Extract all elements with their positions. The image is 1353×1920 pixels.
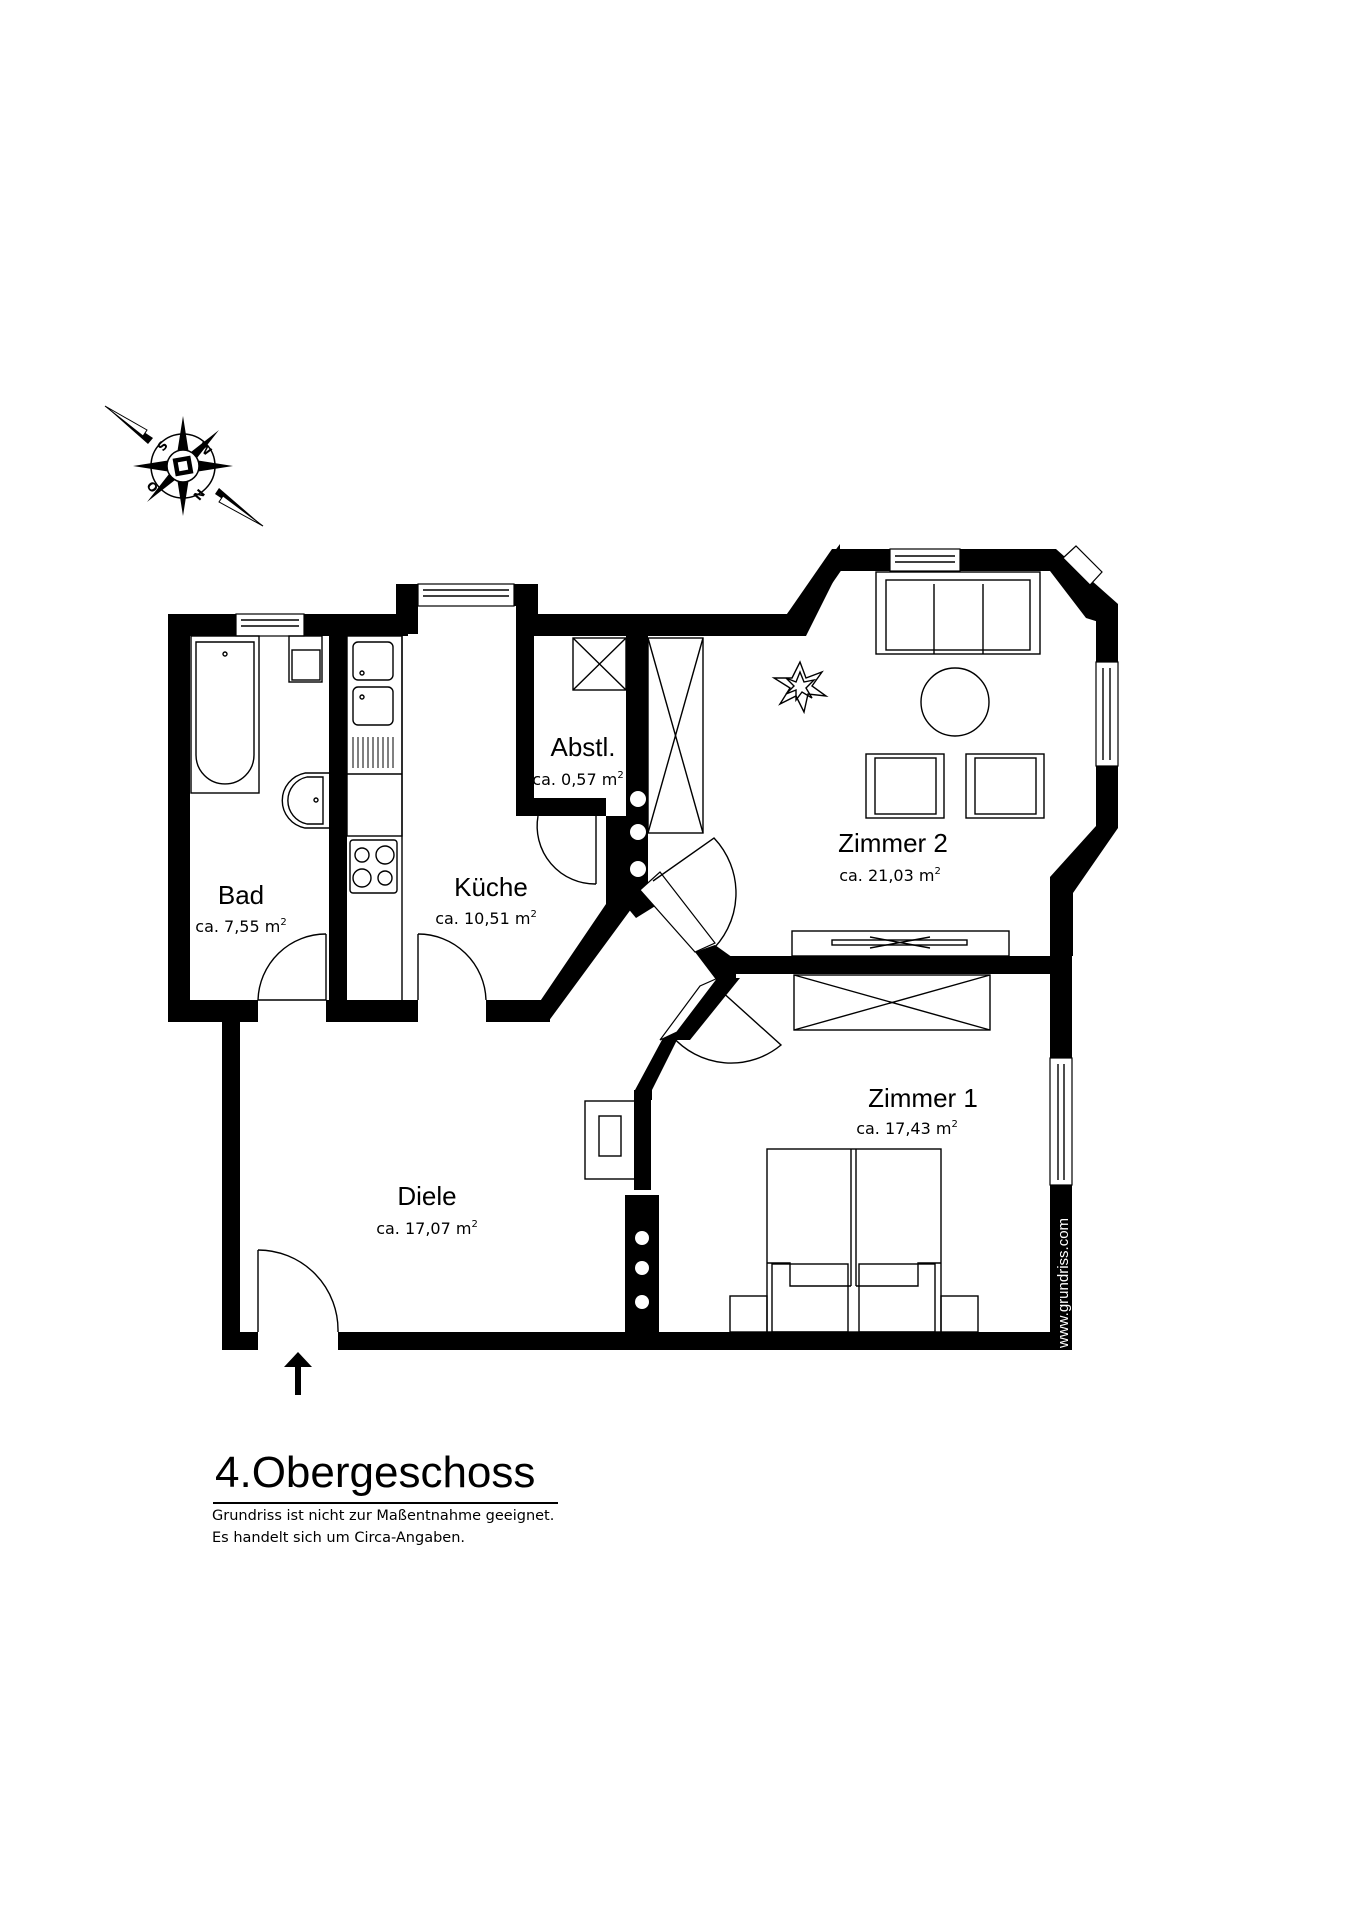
plant-icon (771, 660, 829, 715)
shaft-holes (630, 791, 649, 1309)
room-area: ca. 21,03 m2 (839, 866, 941, 885)
coat-rack-icon (584, 1100, 636, 1180)
room-name: Bad (218, 880, 264, 910)
abstl-shaft-icon (572, 637, 627, 691)
armchair-icon (965, 753, 1045, 819)
compass-rose-icon: S W N O (104, 405, 264, 527)
doors (257, 815, 783, 1350)
toilet-icon (288, 635, 323, 683)
armchair-icon (865, 753, 945, 819)
sofa-icon (875, 571, 1041, 655)
watermark: www.grundriss.com (1055, 1218, 1072, 1349)
washbasin-icon (281, 772, 329, 829)
disclaimer-line-2: Es handelt sich um Circa-Angaben. (212, 1530, 466, 1546)
compass-label-s: S (155, 438, 171, 454)
bathtub-icon (190, 635, 260, 794)
room-kueche: Küche ca. 10,51 m2 (435, 872, 537, 928)
disclaimer-line-1: Grundriss ist nicht zur Maßentnahme geei… (212, 1508, 555, 1524)
room-name: Abstl. (550, 732, 615, 762)
round-table-icon (920, 667, 990, 737)
room-area: ca. 7,55 m2 (195, 917, 286, 936)
wardrobe-zimmer2-icon (647, 637, 704, 834)
windows (235, 545, 1119, 1186)
room-name: Zimmer 1 (868, 1083, 978, 1113)
entrance-arrow-icon (284, 1352, 312, 1395)
room-area: ca. 17,07 m2 (376, 1219, 478, 1238)
room-area: ca. 10,51 m2 (435, 909, 537, 928)
kitchen-sink-icon (346, 635, 403, 1000)
floor-title: 4.Obergeschoss (215, 1448, 536, 1497)
tv-sideboard-icon (791, 930, 1010, 957)
room-area: ca. 0,57 m2 (532, 770, 623, 789)
double-bed-icon (729, 1148, 979, 1333)
walls (168, 544, 1118, 1350)
wardrobe-zimmer1-icon (793, 974, 991, 1031)
room-bad: Bad ca. 7,55 m2 (195, 880, 286, 936)
room-area: ca. 17,43 m2 (856, 1119, 958, 1138)
room-name: Diele (397, 1181, 456, 1211)
room-zimmer-2: Zimmer 2 ca. 21,03 m2 (838, 828, 948, 885)
room-diele: Diele ca. 17,07 m2 (376, 1181, 478, 1238)
title-underline (213, 1502, 558, 1504)
stove-icon (349, 839, 398, 894)
room-name: Zimmer 2 (838, 828, 948, 858)
room-abstl: Abstl. ca. 0,57 m2 (532, 732, 623, 789)
room-name: Küche (454, 872, 528, 902)
room-zimmer-1: Zimmer 1 ca. 17,43 m2 (856, 1083, 978, 1138)
